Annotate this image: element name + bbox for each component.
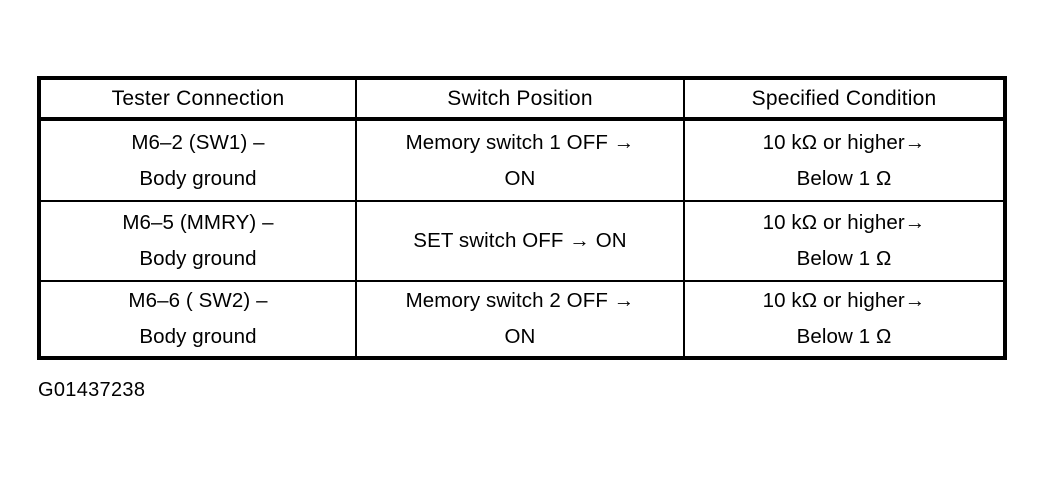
table-row: M6–6 ( SW2) – Body ground Memory switch … [38, 280, 1006, 358]
column-header-tester-connection: Tester Connection [38, 78, 357, 121]
cell-line: Body ground [139, 166, 257, 190]
cell-line: M6–2 (SW1) – [131, 130, 265, 154]
column-header-switch-position: Switch Position [355, 78, 685, 121]
cell-tester-connection: M6–5 (MMRY) – Body ground [38, 200, 357, 281]
cell-line: Body ground [139, 325, 257, 348]
table-row: M6–5 (MMRY) – Body ground SET switch OFF… [38, 200, 1006, 281]
cell-line: M6–5 (MMRY) – [122, 211, 274, 234]
cell-switch-position: Memory switch 2 OFF → ON [355, 280, 685, 358]
cell-specified-condition: 10 kΩ or higher→ Below 1 Ω [683, 119, 1006, 201]
cell-line: 10 kΩ or higher→ [762, 289, 926, 312]
cell-line: Memory switch 1 OFF → [405, 130, 635, 154]
cell-line: Below 1 Ω [796, 247, 892, 270]
cell-line: 10 kΩ or higher→ [762, 211, 926, 234]
cell-line: Below 1 Ω [796, 166, 892, 190]
cell-line: ON [504, 325, 536, 348]
cell-line: Memory switch 2 OFF → [405, 289, 635, 312]
cell-switch-position: Memory switch 1 OFF → ON [355, 119, 685, 201]
cell-specified-condition: 10 kΩ or higher→ Below 1 Ω [683, 200, 1006, 281]
table-body: M6–2 (SW1) – Body ground Memory switch 1… [38, 119, 1006, 358]
cell-line: ON [504, 166, 536, 190]
cell-line: M6–6 ( SW2) – [128, 289, 268, 312]
cell-tester-connection: M6–2 (SW1) – Body ground [38, 119, 357, 201]
cell-line: SET switch OFF → ON [413, 229, 627, 252]
figure-caption: G01437238 [38, 379, 146, 401]
cell-line: 10 kΩ or higher→ [762, 130, 926, 154]
specification-table: Tester Connection Switch Position Specif… [37, 76, 1007, 360]
table-header: Tester Connection Switch Position Specif… [38, 78, 1006, 121]
table-row: M6–2 (SW1) – Body ground Memory switch 1… [38, 119, 1006, 201]
cell-tester-connection: M6–6 ( SW2) – Body ground [38, 280, 357, 358]
cell-line: Below 1 Ω [796, 325, 892, 348]
cell-switch-position: SET switch OFF → ON [355, 200, 685, 281]
cell-specified-condition: 10 kΩ or higher→ Below 1 Ω [683, 280, 1006, 358]
table-header-row: Tester Connection Switch Position Specif… [38, 78, 1006, 121]
cell-line: Body ground [139, 247, 257, 270]
column-header-specified-condition: Specified Condition [683, 78, 1006, 121]
